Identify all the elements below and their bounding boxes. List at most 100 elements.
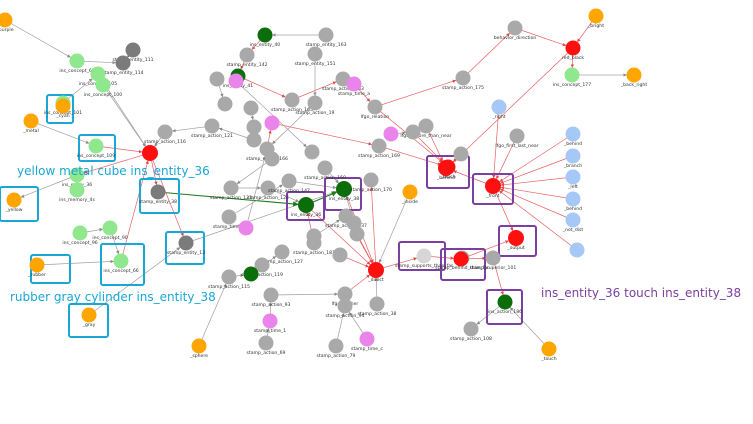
graph-node[interactable] (306, 228, 322, 244)
graph-node[interactable] (264, 115, 280, 131)
graph-node[interactable]: stamp_action_19 (296, 95, 335, 117)
node-circle[interactable] (243, 100, 259, 116)
node-circle[interactable] (88, 138, 104, 154)
graph-node[interactable]: stamp_action_38 (358, 296, 397, 318)
node-circle[interactable] (453, 251, 469, 267)
node-circle[interactable] (336, 181, 352, 197)
node-circle[interactable] (367, 99, 383, 115)
graph-node[interactable] (246, 132, 262, 148)
graph-node[interactable]: stamp_entity_114 (102, 55, 144, 77)
graph-node[interactable]: stamp_action_127 (261, 244, 303, 266)
node-circle[interactable] (402, 184, 418, 200)
node-circle[interactable] (416, 248, 432, 264)
node-circle[interactable] (383, 126, 399, 142)
graph-node[interactable]: stamp_action_79 (317, 338, 356, 360)
node-circle[interactable] (264, 115, 280, 131)
node-circle[interactable] (209, 71, 225, 87)
graph-node[interactable]: stamp_action_175 (442, 70, 484, 92)
node-circle[interactable] (298, 197, 314, 213)
graph-node[interactable]: red_black (562, 40, 584, 62)
node-circle[interactable] (418, 118, 434, 134)
node-circle[interactable] (69, 182, 85, 198)
node-circle[interactable] (263, 287, 279, 303)
graph-node[interactable]: ins_entity_38 (329, 181, 359, 202)
node-circle[interactable] (306, 228, 322, 244)
graph-node[interactable]: ins_concept_100 (84, 77, 122, 99)
graph-node[interactable]: _output (506, 230, 525, 251)
graph-node[interactable]: stamp_action_150 (304, 160, 346, 182)
graph-node[interactable]: ins_concept_109 (77, 138, 115, 160)
node-circle[interactable] (359, 331, 375, 347)
graph-node[interactable]: ins_concept_66 (103, 253, 139, 275)
graph-node[interactable]: stamp_action_123 (210, 180, 252, 202)
graph-node[interactable]: stamp_time_1 (254, 313, 286, 335)
graph-node[interactable]: lfgo_before_than_near (400, 118, 452, 140)
graph-node[interactable]: stamp_action_119 (241, 257, 283, 279)
node-circle[interactable] (507, 20, 523, 36)
graph-node[interactable]: _gray (81, 307, 97, 329)
graph-node[interactable]: stamp_action_108 (450, 321, 492, 343)
node-circle[interactable] (0, 12, 13, 28)
graph-node[interactable]: stamp_action_124 (247, 180, 289, 202)
graph-node[interactable] (264, 151, 280, 167)
node-circle[interactable] (113, 253, 129, 269)
node-circle[interactable] (564, 67, 580, 83)
graph-node[interactable]: _direct (367, 262, 384, 283)
node-circle[interactable] (281, 173, 297, 189)
graph-node[interactable]: ins_concept_90 (92, 220, 128, 242)
node-circle[interactable] (95, 77, 111, 93)
node-circle[interactable] (243, 266, 259, 282)
graph-node[interactable]: stamp_superior_101 (470, 250, 517, 272)
graph-node[interactable]: stamp_time_c (351, 331, 383, 353)
graph-node[interactable] (453, 251, 469, 267)
graph-node[interactable] (238, 220, 254, 236)
node-circle[interactable] (258, 335, 274, 351)
graph-node[interactable]: ins_concept_177 (553, 67, 591, 89)
graph-node[interactable]: ins_entity_40 (250, 27, 280, 49)
graph-node[interactable]: stamp_action_69 (247, 335, 286, 357)
node-circle[interactable] (304, 144, 320, 160)
graph-node[interactable] (217, 96, 233, 112)
node-circle[interactable] (257, 27, 273, 43)
graph-node[interactable]: stamp_action_163 (271, 92, 313, 114)
node-circle[interactable] (81, 307, 97, 323)
graph-node[interactable]: ins_entity_36 (291, 197, 321, 218)
node-circle[interactable] (455, 70, 471, 86)
node-circle[interactable] (262, 313, 278, 329)
graph-node[interactable]: _bright (587, 8, 604, 30)
node-circle[interactable] (228, 73, 244, 89)
node-circle[interactable] (318, 27, 334, 43)
graph-node[interactable] (209, 71, 225, 87)
node-circle[interactable] (346, 76, 362, 92)
node-circle[interactable] (217, 96, 233, 112)
graph-node[interactable] (246, 119, 262, 135)
node-circle[interactable] (491, 99, 507, 115)
node-circle[interactable] (328, 338, 344, 354)
node-circle[interactable] (72, 225, 88, 241)
graph-node[interactable]: _back_right (620, 67, 648, 89)
node-circle[interactable] (6, 192, 22, 208)
graph-node[interactable] (383, 126, 399, 142)
node-circle[interactable] (150, 184, 166, 200)
node-circle[interactable] (23, 113, 39, 129)
node-circle[interactable] (264, 151, 280, 167)
graph-node[interactable]: stamp_entity_151 (294, 46, 336, 68)
graph-node[interactable]: ins_memory_4s (59, 182, 95, 204)
node-circle[interactable] (223, 180, 239, 196)
node-circle[interactable] (274, 244, 290, 260)
graph-node[interactable]: _behind (563, 126, 582, 148)
graph-node[interactable] (243, 100, 259, 116)
graph-node[interactable]: stamp_entity_163 (305, 27, 347, 49)
graph-node[interactable]: stamp_action_94 (326, 298, 365, 320)
graph-node[interactable] (332, 247, 348, 263)
node-circle[interactable] (371, 138, 387, 154)
graph-node[interactable] (304, 144, 320, 160)
graph-node[interactable]: _front (485, 178, 501, 199)
node-circle[interactable] (238, 220, 254, 236)
graph-node[interactable]: ins_concept_96 (62, 225, 98, 247)
node-circle[interactable] (307, 46, 323, 62)
graph-node[interactable]: stamp_action_115 (208, 269, 250, 291)
graph-node[interactable]: _inside (401, 184, 418, 206)
node-circle[interactable] (221, 269, 237, 285)
node-circle[interactable] (508, 230, 524, 246)
